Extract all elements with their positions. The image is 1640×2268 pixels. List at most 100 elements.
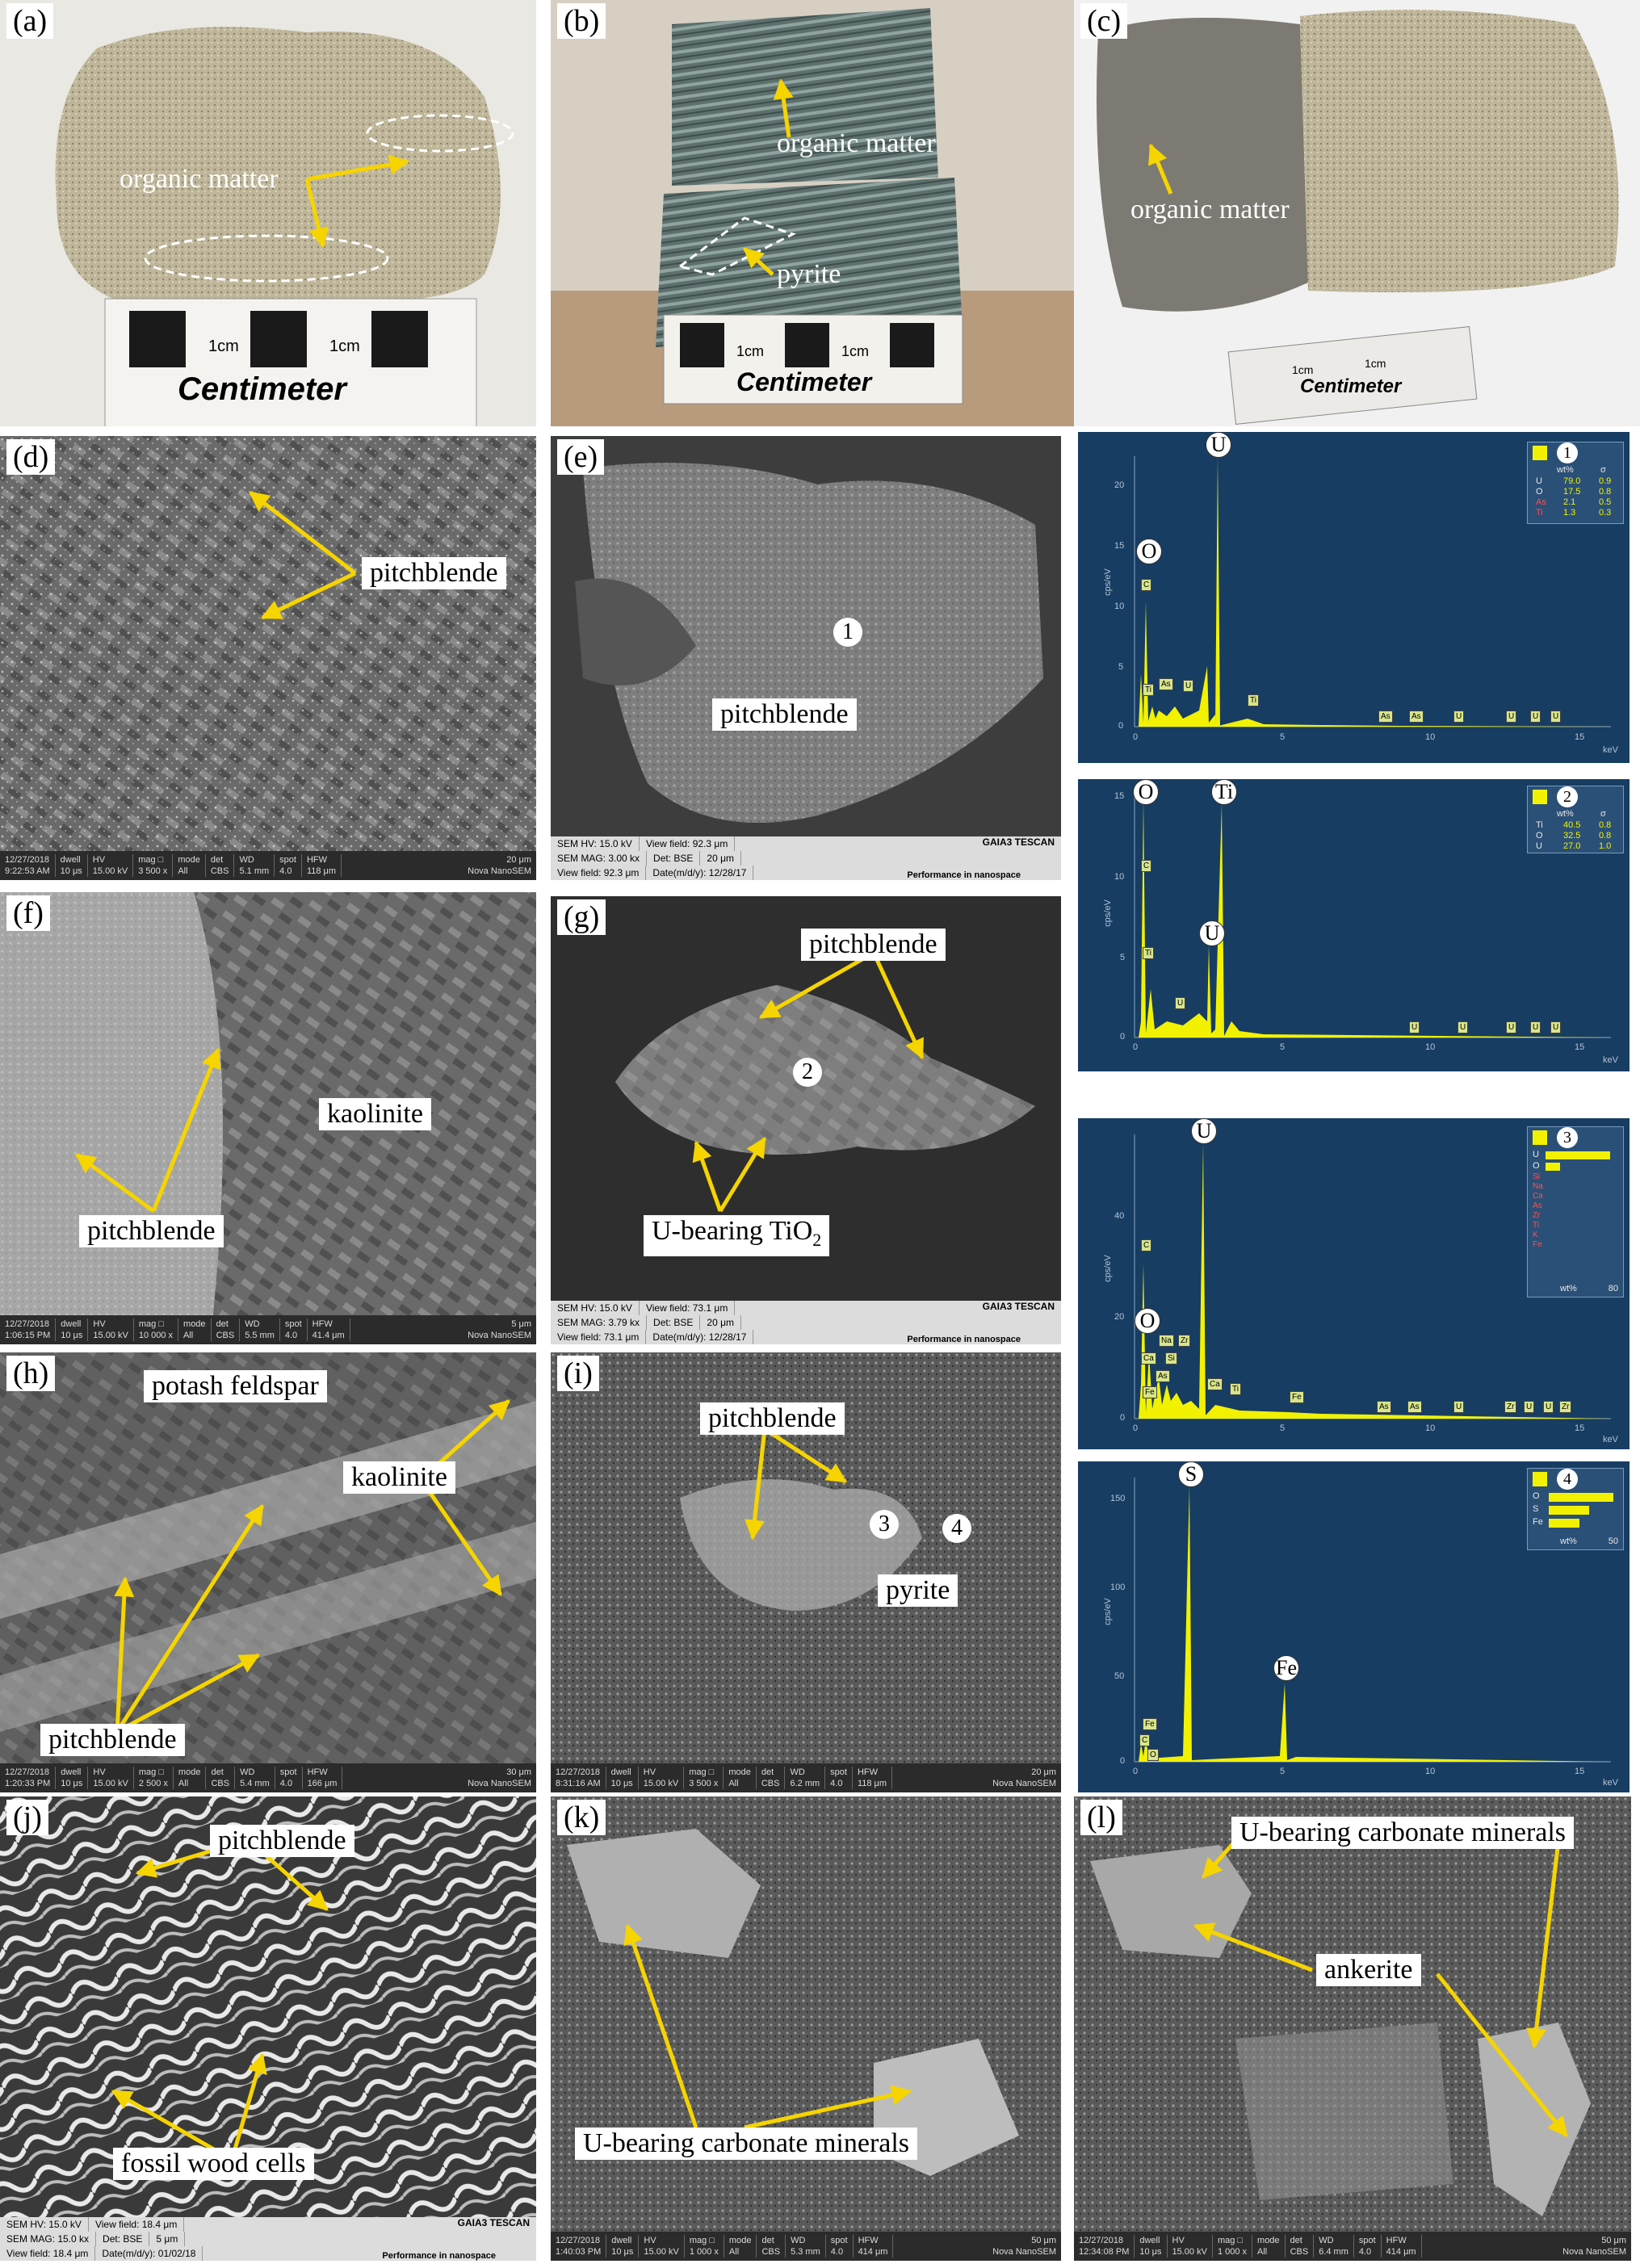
element-marker: O: [1135, 1308, 1160, 1334]
callout-pitchblende: pitchblende: [362, 557, 506, 589]
panel-label: (b): [557, 3, 606, 39]
element-marker: S: [1178, 1461, 1204, 1487]
panel-label: (i): [557, 1356, 599, 1391]
panel-label: (h): [6, 1356, 56, 1391]
panel-label: (k): [557, 1800, 606, 1835]
element-marker: Fe: [1273, 1655, 1299, 1681]
wt-bar: [1549, 1493, 1613, 1502]
element-marker: U: [1206, 432, 1231, 458]
panel-b-image: [551, 0, 1087, 426]
panel-k: (k) U-bearing carbonate minerals 12/27/2…: [551, 1796, 1061, 2261]
callout-u-bearing-tio2: U-bearing TiO2: [644, 1215, 830, 1256]
eds-spectrum-2: 15 10 5 0 0 5 10 15 keV cps/eV O Ti U C …: [1078, 779, 1630, 1071]
panel-label: (d): [6, 439, 56, 475]
scale-label-1cm: 1cm: [841, 343, 870, 359]
scale-label-1cm: 1cm: [208, 337, 239, 355]
wt-bar: [1546, 1151, 1610, 1159]
callout-pitchblende: pitchblende: [79, 1215, 224, 1247]
panel-e-image: [551, 436, 1061, 880]
panel-k-image: [551, 1796, 1061, 2261]
panel-b: (b) organic matter pyrite 1cm 1cm Centim…: [551, 0, 1087, 426]
panel-a-image: [0, 0, 536, 426]
scale-title: Centimeter: [178, 371, 346, 407]
panel-c: (c) organic matter 1cm 1cm Centimeter: [1074, 0, 1640, 426]
callout-pitchblende: pitchblende: [40, 1724, 185, 1756]
eds-spectrum-4: 150 100 50 0 0 5 10 15 keV cps/eV S Fe F…: [1078, 1461, 1630, 1792]
eds-plot: [1134, 795, 1611, 1038]
element-marker: O: [1136, 539, 1162, 564]
panel-j: (j) pitchblende fossil wood cells SEM HV…: [0, 1796, 536, 2261]
eds-plot: [1134, 1134, 1611, 1419]
callout-pitchblende: pitchblende: [210, 1825, 354, 1857]
scale-label-1cm: 1cm: [1365, 357, 1386, 370]
spectrum-id: 1: [1557, 442, 1578, 463]
panel-label: (l): [1080, 1800, 1122, 1835]
wt-bar: [1546, 1163, 1560, 1171]
callout-organic-matter: organic matter: [120, 164, 279, 194]
callout-kaolinite: kaolinite: [319, 1098, 431, 1130]
panel-label: (c): [1080, 3, 1128, 39]
panel-label: (a): [6, 3, 54, 39]
callout-pitchblende: pitchblende: [712, 698, 857, 731]
callout-potash-feldspar: potash feldspar: [144, 1370, 327, 1402]
eds-plot: [1134, 456, 1611, 727]
spectrum-id: 2: [1557, 786, 1578, 807]
callout-pitchblende: pitchblende: [801, 929, 946, 961]
eds-plot: [1134, 1478, 1611, 1763]
callout-fossil-wood-cells: fossil wood cells: [113, 2148, 314, 2180]
wt-bar: [1549, 1519, 1580, 1528]
panel-f-image: [0, 892, 536, 1344]
element-marker: U: [1199, 920, 1225, 946]
scale-title: Centimeter: [736, 367, 872, 396]
scale-label-1cm: 1cm: [1292, 363, 1314, 376]
scale-title: Centimeter: [1300, 375, 1402, 397]
panel-label: (g): [557, 899, 606, 935]
callout-ankerite: ankerite: [1316, 1954, 1421, 1986]
callout-organic-matter: organic matter: [1130, 195, 1290, 224]
eds-spectrum-3: 40 20 0 0 5 10 15 keV cps/eV U O C Na Zr…: [1078, 1118, 1630, 1449]
element-marker: O: [1133, 779, 1159, 805]
spectrum-id: 4: [1557, 1469, 1578, 1490]
scale-label-1cm: 1cm: [329, 337, 360, 355]
eds-spectrum-1: 20 15 10 5 0 0 5 10 15 keV cps/eV U O C …: [1078, 432, 1630, 763]
callout-pyrite: pyrite: [878, 1574, 958, 1607]
panel-j-image: [0, 1796, 536, 2261]
panel-d-image: [0, 436, 536, 880]
panel-h: (h) potash feldspar kaolinite pitchblend…: [0, 1352, 536, 1792]
callout-u-bearing-carbonate-minerals: U-bearing carbonate minerals: [1231, 1817, 1575, 1849]
analysis-point: 1: [833, 618, 862, 647]
panel-label: (f): [6, 895, 50, 931]
callout-u-bearing-carbonate-minerals: U-bearing carbonate minerals: [575, 2128, 918, 2160]
analysis-point: 4: [942, 1514, 971, 1543]
panel-label: (e): [557, 439, 605, 475]
panel-label: (j): [6, 1800, 48, 1835]
callout-organic-matter: organic matter: [777, 128, 936, 158]
element-marker: Ti: [1211, 779, 1237, 805]
panel-g-image: [551, 896, 1061, 1344]
callout-pitchblende: pitchblende: [700, 1402, 845, 1435]
panel-a: (a) organic matter 1cm 1cm Centimeter: [0, 0, 536, 426]
callout-pyrite: pyrite: [777, 259, 841, 289]
wt-bar: [1549, 1506, 1589, 1515]
panel-c-image: [1074, 0, 1640, 426]
spectrum-id: 3: [1557, 1127, 1578, 1148]
panel-l-image: [1074, 1796, 1631, 2261]
panel-l: (l) U-bearing carbonate minerals ankerit…: [1074, 1796, 1631, 2261]
